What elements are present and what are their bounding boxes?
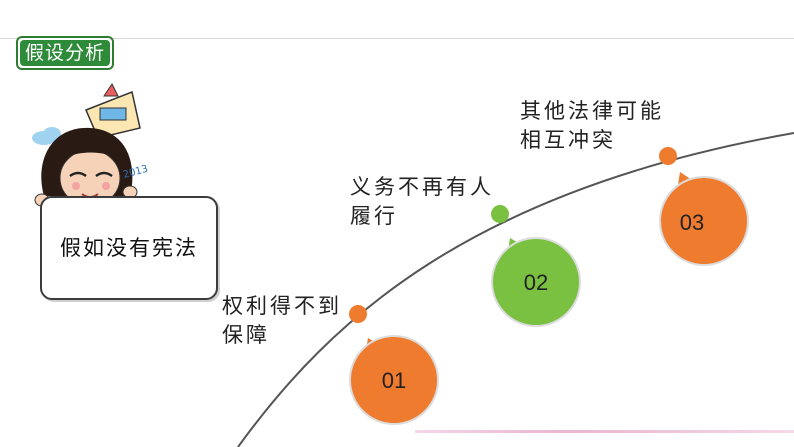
step-01-marker	[349, 305, 367, 323]
step-01-number: 01	[381, 368, 407, 393]
step-03-bubble	[659, 176, 749, 266]
top-divider	[0, 38, 794, 39]
section-tag-label: 假设分析	[20, 40, 110, 66]
step-01-caption: 权利得不到 保障	[222, 294, 342, 347]
step-03-marker	[659, 147, 677, 165]
step-01-bubble	[349, 335, 439, 425]
step-03-caption: 其他法律可能 相互冲突	[520, 99, 664, 152]
step-03-number: 03	[679, 210, 705, 235]
step-02-bubble	[491, 237, 581, 327]
step-02-caption: 义务不再有人 履行	[350, 175, 494, 228]
step-02-number: 02	[523, 270, 549, 295]
section-tag: 假设分析	[16, 36, 114, 70]
speech-board: 假如没有宪法	[40, 196, 218, 300]
bottom-accent-line	[415, 430, 794, 433]
board-label: 假如没有宪法	[60, 236, 198, 260]
cartoon-character-illustration	[32, 83, 141, 207]
step-02-marker	[491, 205, 509, 223]
